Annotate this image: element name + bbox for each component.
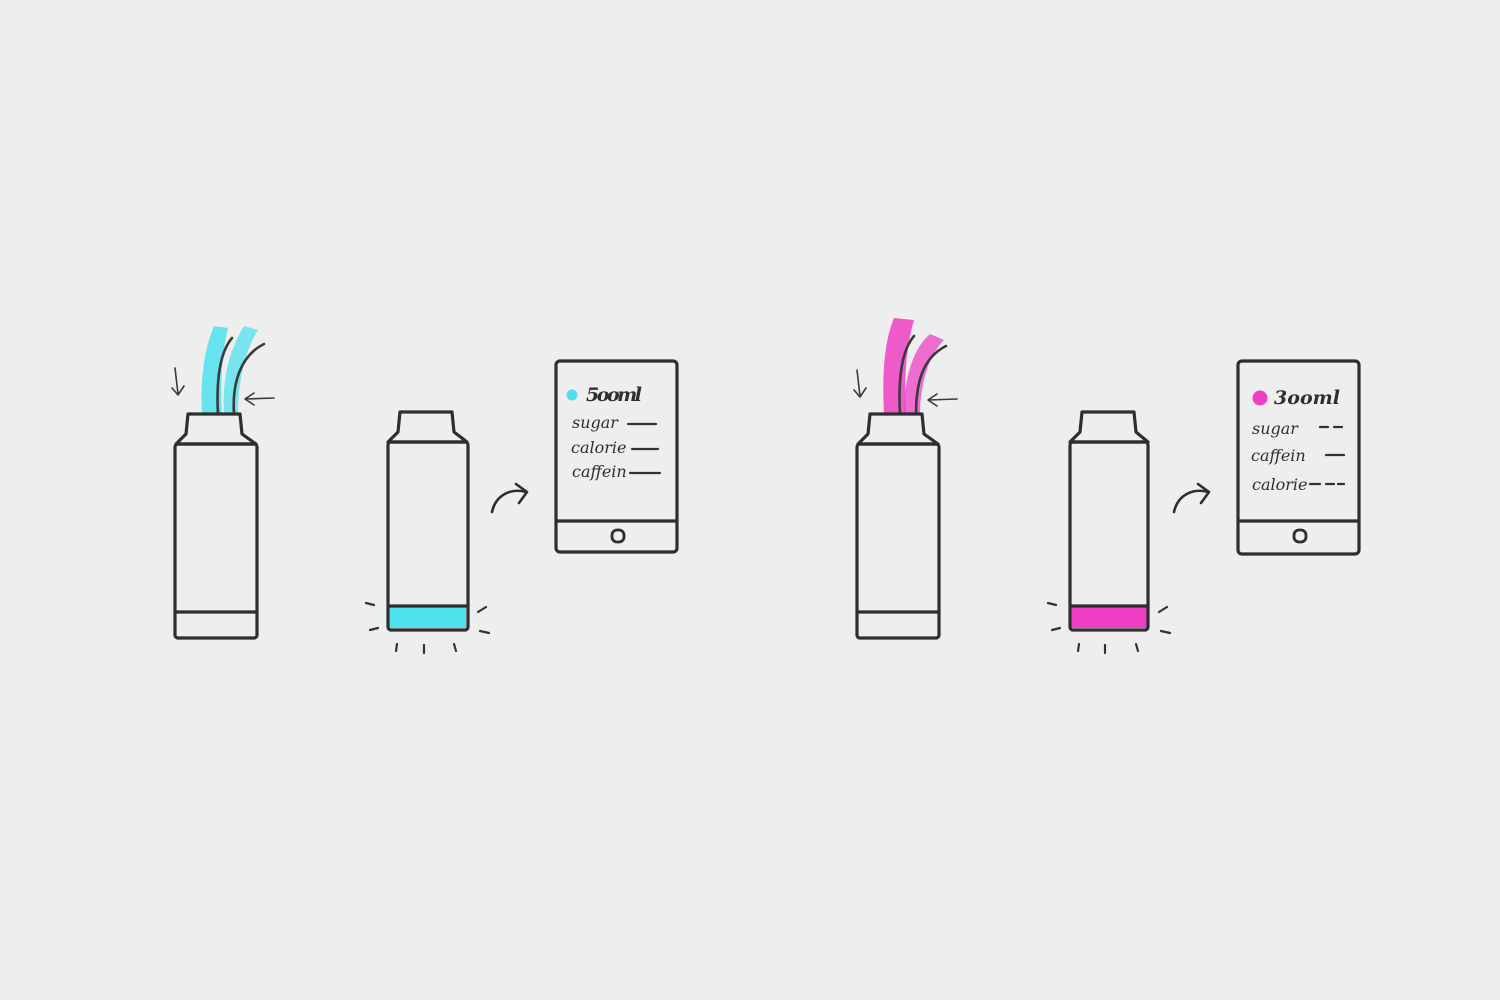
bottle-filling-1	[171, 326, 275, 640]
scenario-2: 3ooml sugar caffein calorie	[853, 318, 1361, 655]
inflow-arrow-left-2	[927, 393, 958, 407]
phone-frame	[1236, 359, 1361, 556]
drink-color-dot	[566, 389, 578, 401]
bottle-base-glow	[1071, 606, 1147, 628]
drink-amount: 3ooml	[1274, 387, 1340, 409]
nutrient-label-caffein: caffein	[1251, 446, 1306, 465]
bottle-neck	[856, 412, 940, 446]
nutrient-label-sugar: sugar	[1252, 419, 1299, 438]
inflow-arrow-down-1	[171, 367, 185, 396]
inflow-arrow-left-1	[244, 392, 275, 406]
sync-arrow-2	[1172, 482, 1211, 514]
phone-frame	[554, 359, 679, 554]
sync-arrow-1	[490, 482, 529, 514]
nutrient-label-calorie: calorie	[1252, 475, 1307, 494]
nutrient-label-caffein: caffein	[572, 462, 627, 481]
bottle-base-glow	[389, 606, 466, 628]
nutrient-label-calorie: calorie	[571, 438, 626, 457]
scenario-1: 5ooml sugar calorie caffein	[171, 326, 679, 655]
bottle-filling-2	[853, 318, 958, 640]
glow-rays-1	[364, 601, 491, 655]
inflow-arrow-down-2	[853, 369, 867, 398]
bottle-body	[173, 442, 259, 640]
bottle-neck	[386, 410, 469, 444]
home-button-icon	[610, 528, 626, 544]
liquid-pour-2	[883, 318, 948, 416]
drink-amount: 5ooml	[586, 384, 642, 406]
bottle-body	[855, 442, 941, 640]
bottle-body	[1068, 440, 1150, 632]
pour-stream-1	[201, 326, 228, 414]
bottle-neck	[174, 412, 258, 446]
drink-color-dot	[1252, 390, 1268, 406]
pour-stream-1	[883, 318, 914, 414]
bottle-glowing-1	[364, 410, 491, 655]
bottle-neck	[1068, 410, 1150, 444]
glow-rays-2	[1046, 601, 1172, 655]
home-button-icon	[1292, 528, 1308, 544]
pour-stream-2	[904, 334, 944, 414]
bottle-glowing-2	[1046, 410, 1172, 655]
nutrient-label-sugar: sugar	[572, 413, 619, 432]
phone-1: 5ooml sugar calorie caffein	[554, 359, 679, 554]
liquid-pour-1	[201, 326, 266, 416]
bottle-body	[386, 440, 470, 632]
phone-2: 3ooml sugar caffein calorie	[1236, 359, 1361, 556]
